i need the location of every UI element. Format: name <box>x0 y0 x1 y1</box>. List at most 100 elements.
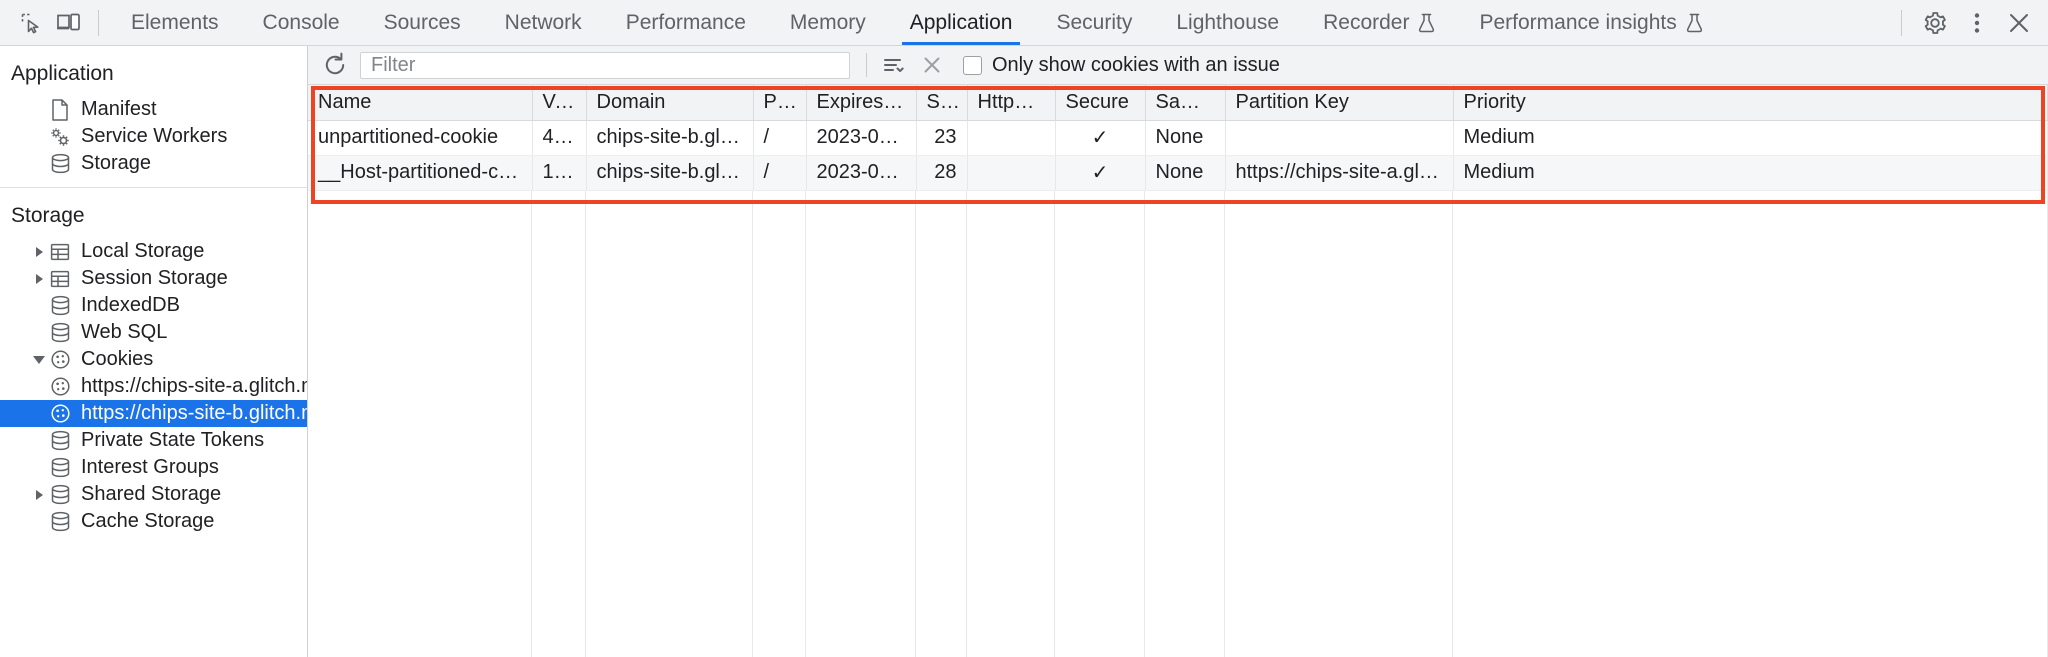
table-row[interactable]: unpartitioned-cookie 456 chips-site-b.gl… <box>308 120 2048 156</box>
table-icon <box>48 268 72 290</box>
cell-priority: Medium <box>1453 155 2048 191</box>
table-header-row: Name Value Domain Path Expires / M… Size… <box>308 85 2048 121</box>
gear-icon[interactable] <box>1916 4 1954 42</box>
three-dots-vertical-icon[interactable] <box>1958 4 1996 42</box>
cell-secure: ✓ <box>1055 120 1146 156</box>
sidebar-item-label: Session Storage <box>81 267 228 289</box>
application-sidebar: Application Manifest <box>0 46 308 657</box>
filter-input[interactable]: Filter <box>360 51 850 79</box>
sidebar-item-manifest[interactable]: Manifest <box>0 96 307 123</box>
tab-console[interactable]: Console <box>262 10 340 34</box>
cookie-icon <box>48 403 72 425</box>
chevron-down-icon[interactable] <box>30 355 48 364</box>
sidebar-item-label: IndexedDB <box>81 294 180 316</box>
cell-httponly <box>967 155 1056 191</box>
column-header-secure[interactable]: Secure <box>1055 85 1146 121</box>
sidebar-item-label: Cookies <box>81 348 154 370</box>
sidebar-item-cache-storage[interactable]: Cache Storage <box>0 508 307 535</box>
tab-elements[interactable]: Elements <box>131 10 219 34</box>
cookies-toolbar: Filter <box>308 46 2048 85</box>
table-empty-filler <box>308 191 2048 657</box>
sidebar-item-label: https://chips-site-a.glitch.me <box>81 375 308 397</box>
sidebar-item-storage[interactable]: Storage <box>0 150 307 177</box>
sidebar-item-shared-storage[interactable]: Shared Storage <box>0 481 307 508</box>
cell-samesite: None <box>1145 155 1226 191</box>
filter-placeholder: Filter <box>371 53 416 76</box>
document-icon <box>48 98 72 121</box>
sidebar-item-cookies-chips-site-b[interactable]: https://chips-site-b.glitch.me <box>0 400 307 427</box>
tab-sources[interactable]: Sources <box>383 10 461 34</box>
devtools-main-toolbar: Elements Console Sources Network Perform… <box>0 0 2048 46</box>
experiment-flask-icon <box>1686 13 1703 33</box>
chevron-right-icon[interactable] <box>30 489 48 500</box>
cell-size: 23 <box>916 120 968 156</box>
tab-security[interactable]: Security <box>1056 10 1133 34</box>
cell-secure: ✓ <box>1055 155 1146 191</box>
cookies-panel: Filter <box>308 46 2048 657</box>
column-header-domain[interactable]: Domain <box>586 85 754 121</box>
sidebar-item-web-sql[interactable]: Web SQL <box>0 319 307 346</box>
sidebar-item-indexeddb[interactable]: IndexedDB <box>0 292 307 319</box>
cookie-icon <box>48 349 72 371</box>
sidebar-item-service-workers[interactable]: Service Workers <box>0 123 307 150</box>
tab-performance-insights[interactable]: Performance insights <box>1457 0 1724 45</box>
cell-domain: chips-site-b.glitch.me <box>586 120 754 156</box>
cell-name: __Host-partitioned-cookie <box>308 155 533 191</box>
table-icon <box>48 241 72 263</box>
sidebar-item-local-storage[interactable]: Local Storage <box>0 238 307 265</box>
database-icon <box>48 295 72 317</box>
sidebar-item-session-storage[interactable]: Session Storage <box>0 265 307 292</box>
device-toolbar-icon[interactable] <box>50 4 88 42</box>
only-show-issues-checkbox-group[interactable]: Only show cookies with an issue <box>963 54 1280 77</box>
sidebar-item-label: Shared Storage <box>81 483 222 505</box>
tab-recorder[interactable]: Recorder <box>1301 0 1457 45</box>
table-row[interactable]: __Host-partitioned-cookie 123 chips-site… <box>308 155 2048 191</box>
clear-filtered-cookies-icon[interactable] <box>877 50 911 80</box>
column-header-name[interactable]: Name <box>308 85 533 121</box>
sidebar-section-storage: Storage Local Storage <box>0 187 307 545</box>
inspect-element-icon[interactable] <box>12 4 50 42</box>
experiment-flask-icon <box>1418 13 1435 33</box>
only-show-issues-checkbox[interactable] <box>963 55 982 75</box>
close-icon[interactable] <box>2000 4 2038 42</box>
devtools-body: Application Manifest <box>0 46 2048 657</box>
refresh-icon[interactable] <box>318 50 352 80</box>
cell-partition-key: https://chips-site-a.glitch.me <box>1225 155 1454 191</box>
sidebar-item-private-state-tokens[interactable]: Private State Tokens <box>0 427 307 454</box>
chevron-right-icon[interactable] <box>30 246 48 257</box>
sidebar-item-interest-groups[interactable]: Interest Groups <box>0 454 307 481</box>
database-icon <box>48 430 72 452</box>
toolbar-divider-right <box>1901 9 1902 36</box>
cell-path: / <box>753 155 807 191</box>
sidebar-item-cookies-chips-site-a[interactable]: https://chips-site-a.glitch.me <box>0 373 307 400</box>
column-header-size[interactable]: Size <box>916 85 968 121</box>
column-header-partition-key[interactable]: Partition Key <box>1225 85 1454 121</box>
sidebar-item-label: Cache Storage <box>81 510 215 532</box>
toolbar-divider <box>866 53 867 77</box>
column-header-expires[interactable]: Expires / M… <box>806 85 917 121</box>
chevron-right-icon[interactable] <box>30 273 48 284</box>
sidebar-item-cookies[interactable]: Cookies <box>0 346 307 373</box>
tab-memory[interactable]: Memory <box>789 10 866 34</box>
only-show-issues-label: Only show cookies with an issue <box>992 53 1280 76</box>
tab-performance[interactable]: Performance <box>625 10 746 34</box>
sidebar-item-label: Storage <box>81 152 152 174</box>
tab-network[interactable]: Network <box>504 10 582 34</box>
clear-all-cookies-icon[interactable] <box>915 50 949 80</box>
cell-size: 28 <box>916 155 968 191</box>
cell-samesite: None <box>1145 120 1226 156</box>
database-icon <box>48 457 72 479</box>
cookies-table-area: Name Value Domain Path Expires / M… Size… <box>308 85 2048 657</box>
column-header-samesite[interactable]: SameSite <box>1145 85 1226 121</box>
column-header-path[interactable]: Path <box>753 85 807 121</box>
tab-lighthouse[interactable]: Lighthouse <box>1176 10 1280 34</box>
cell-path: / <box>753 120 807 156</box>
sidebar-item-label: Web SQL <box>81 321 168 343</box>
column-header-httponly[interactable]: HttpOnly <box>967 85 1056 121</box>
cookies-table: Name Value Domain Path Expires / M… Size… <box>308 85 2048 191</box>
column-header-value[interactable]: Value <box>532 85 587 121</box>
sidebar-item-label: Interest Groups <box>81 456 219 478</box>
column-header-priority[interactable]: Priority <box>1453 85 2048 121</box>
tab-application[interactable]: Application <box>888 0 1035 45</box>
